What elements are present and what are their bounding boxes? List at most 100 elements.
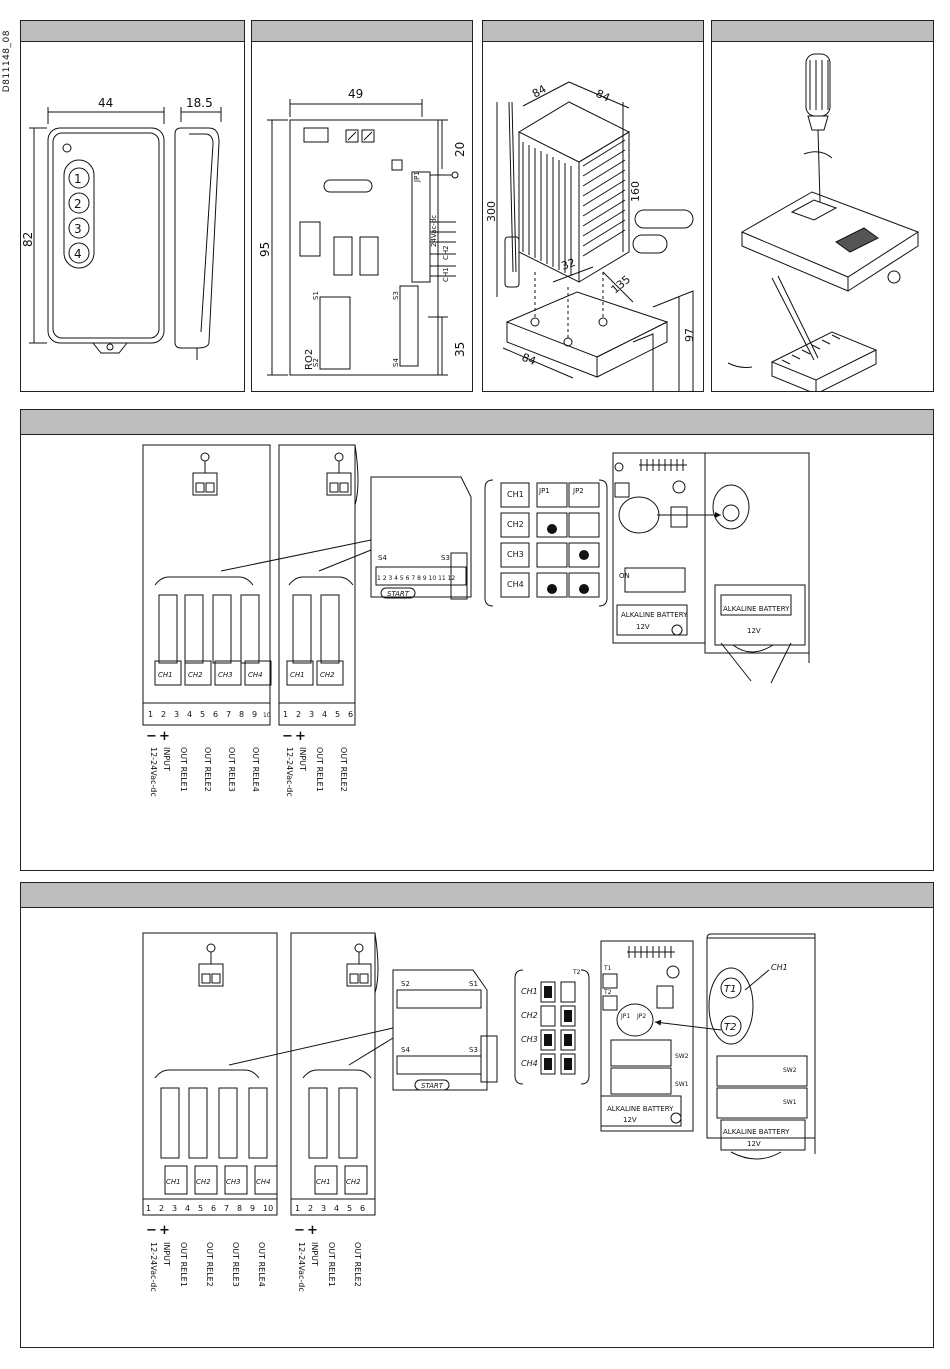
jp2-label: JP2 xyxy=(636,1013,646,1020)
terminal-number: 4 xyxy=(322,710,327,719)
plus-symbol: + xyxy=(159,1223,170,1238)
case-sw2-label: SW2 xyxy=(783,1067,797,1074)
dim-97: 97 xyxy=(683,328,696,342)
terminal-number: 2 xyxy=(159,1204,164,1213)
width-label: 44 xyxy=(98,96,113,110)
wiring-diagram-2: CH1 CH2 CH3 CH4 S2 S1 S4 S3 START T2 T1 … xyxy=(142,932,816,1292)
board-width-label: 49 xyxy=(348,87,363,101)
panel-housing-installation: 84 84 300 160 32 135 97 84 xyxy=(482,20,704,392)
battery-label: ALKALINE BATTERY xyxy=(621,611,688,619)
plus-symbol: + xyxy=(307,1223,318,1238)
terminal-number: 9 xyxy=(252,710,257,719)
channel-4-label: CH4 xyxy=(521,1059,538,1068)
channel-2-label: CH2 xyxy=(507,520,524,529)
ch1-label: CH1 xyxy=(442,267,450,282)
channel-1-label: CH1 xyxy=(507,490,524,499)
terminal-number: 10 xyxy=(263,1204,273,1213)
sw2-label: SW2 xyxy=(675,1053,689,1060)
dim-base: 84 xyxy=(520,351,538,368)
out-rele1-label: OUT RELE1 xyxy=(179,747,188,792)
voltage-label: 12-24Vac-dc xyxy=(149,1242,158,1292)
dim-32: 32 xyxy=(560,256,578,273)
case-battery-voltage-label: 12V xyxy=(747,1140,761,1148)
button-t2-label: T2 xyxy=(724,1022,736,1033)
terminal-number: 1 xyxy=(146,1204,151,1213)
out-rele4-label: OUT RELE4 xyxy=(251,747,260,792)
case-battery-label: ALKALINE BATTERY xyxy=(723,605,790,613)
terminal-number: 1 xyxy=(283,710,288,719)
terminal-number: 6 xyxy=(211,1204,216,1213)
terminal-number: 3 xyxy=(309,710,314,719)
channel-3-label: CH3 xyxy=(521,1035,538,1044)
ch2-label: CH2 xyxy=(442,245,450,260)
relay-ch4-label: CH4 xyxy=(248,671,263,679)
channel-3-label: CH3 xyxy=(507,550,524,559)
s2-label: S2 xyxy=(401,980,410,988)
height-label: 82 xyxy=(21,232,35,247)
case-battery-voltage-label: 12V xyxy=(747,627,761,635)
button-4-label: 4 xyxy=(74,247,82,261)
t1-label: T1 xyxy=(603,965,612,972)
terminal-number: 5 xyxy=(200,710,205,719)
s4-label: S4 xyxy=(392,358,400,367)
relay2-ch1-label: CH1 xyxy=(290,671,305,679)
t2-label: T2 xyxy=(603,989,612,996)
out-rele2-label: OUT RELE2 xyxy=(339,747,348,792)
panel-transmitter-dimensions: 44 18.5 82 1 2 3 4 xyxy=(20,20,245,392)
terminal-number: 4 xyxy=(185,1204,190,1213)
terminal-number: 3 xyxy=(174,710,179,719)
terminal-number: 8 xyxy=(239,710,244,719)
terminal-number: 3 xyxy=(172,1204,177,1213)
out-rele2-label: OUT RELE2 xyxy=(203,747,212,792)
relay2-ch1-label: CH1 xyxy=(316,1178,331,1186)
panel-battery-access xyxy=(711,20,934,392)
out-rele1-label: OUT RELE1 xyxy=(327,1242,336,1287)
battery-label: ALKALINE BATTERY xyxy=(607,1105,674,1113)
board-height-label: 95 xyxy=(258,242,272,257)
panel-wiring-diagram-2: CH1 CH2 CH3 CH4 S2 S1 S4 S3 START T2 T1 … xyxy=(20,882,934,1348)
terminal-number: 6 xyxy=(213,710,218,719)
dim-top-right: 84 xyxy=(594,87,612,105)
relay-ch4-label: CH4 xyxy=(256,1178,271,1186)
terminal-number: 5 xyxy=(198,1204,203,1213)
s4-label: S4 xyxy=(401,1046,410,1054)
input-label: INPUT xyxy=(310,1242,319,1266)
terminal-number: 7 xyxy=(224,1204,229,1213)
plus-symbol: + xyxy=(295,729,306,744)
screwdriver-drawing xyxy=(727,53,920,392)
case-battery-label: ALKALINE BATTERY xyxy=(723,1128,790,1136)
terminal-number: 7 xyxy=(226,710,231,719)
battery-voltage-label: 12V xyxy=(636,623,650,631)
minus-symbol: − xyxy=(146,729,157,744)
terminal-number: 1 xyxy=(295,1204,300,1213)
relay-ch2-label: CH2 xyxy=(196,1178,211,1186)
housing-drawing: 84 84 300 160 32 135 97 84 xyxy=(485,81,696,392)
terminal-number: 2 xyxy=(296,710,301,719)
s1-label: S1 xyxy=(312,291,320,300)
s2-label: S2 xyxy=(312,358,320,367)
t1-channel-bubble: CH1 xyxy=(771,963,788,972)
s4-label: S4 xyxy=(378,554,387,562)
terminal-number: 8 xyxy=(237,1204,242,1213)
relay2-ch2-label: CH2 xyxy=(346,1178,361,1186)
dip-numbers: 1 2 3 4 5 6 7 8 9 10 11 12 xyxy=(377,575,455,582)
terminal-number: 6 xyxy=(348,710,353,719)
terminal-number: 3 xyxy=(321,1204,326,1213)
voltage-label: 12-24Vac-dc xyxy=(149,747,158,797)
terminal-number: 2 xyxy=(161,710,166,719)
terminal-number: 10 xyxy=(263,712,271,719)
channel-1-label: CH1 xyxy=(521,987,538,996)
out-rele2-label: OUT RELE2 xyxy=(353,1242,362,1287)
dim-135: 135 xyxy=(609,273,633,296)
battery-voltage-label: 12V xyxy=(623,1116,637,1124)
board-name-label: RO2 xyxy=(304,349,315,370)
channel-2-label: CH2 xyxy=(521,1011,538,1020)
relay-ch2-label: CH2 xyxy=(188,671,203,679)
start-label: START xyxy=(387,590,410,598)
terminal-number: 4 xyxy=(187,710,192,719)
voltage-label: 24Vac-dc xyxy=(430,215,438,247)
terminal-number: 2 xyxy=(308,1204,313,1213)
input-label: INPUT xyxy=(298,747,307,771)
voltage-label: 12-24Vac-dc xyxy=(297,1242,306,1292)
panel-wiring-diagram-1: JP1 JP2 CH1 CH2 CH3 CH4 S4 S3 1 2 3 4 5 … xyxy=(20,409,934,871)
